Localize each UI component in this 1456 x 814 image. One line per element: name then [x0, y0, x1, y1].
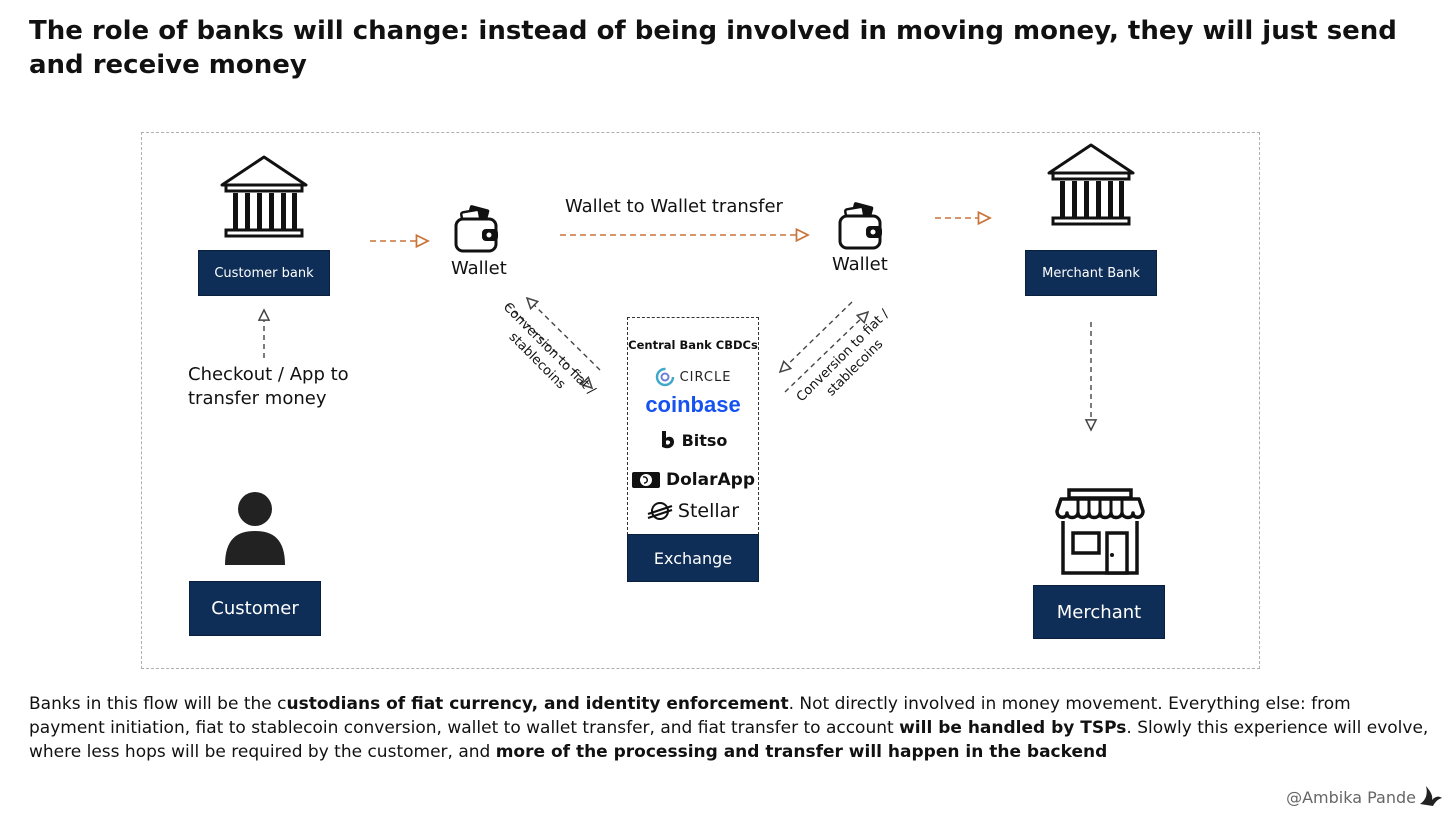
- footer-part-3: . Slowly this experience will evolve, wh…: [29, 718, 1429, 762]
- wallet-icon: [454, 205, 498, 253]
- circle-logo-icon: [655, 367, 674, 387]
- wallet-right-label: Wallet: [832, 254, 888, 275]
- checkout-label-line1: Checkout / App to: [188, 364, 349, 385]
- cbdc-header: Central Bank CBDCs: [628, 338, 758, 352]
- bird-icon: [1420, 786, 1442, 806]
- person-icon: [225, 492, 285, 565]
- merchant-node: Merchant: [1033, 585, 1165, 639]
- checkout-label-line2: transfer money: [188, 388, 327, 409]
- bank-icon: [1047, 143, 1135, 226]
- exchange-node: Exchange: [627, 534, 759, 582]
- dolarapp-logo: DolarApp: [628, 468, 758, 492]
- footer-bold-2: will be handled by TSPs: [899, 718, 1127, 738]
- author-credit: @Ambika Pande: [1286, 788, 1416, 807]
- circle-logo-text: CIRCLE: [679, 369, 732, 385]
- bitso-logo-icon: [661, 431, 674, 449]
- dolarapp-logo-icon: [632, 472, 661, 488]
- dolarapp-logo-text: DolarApp: [666, 470, 755, 490]
- customer-node: Customer: [189, 581, 321, 636]
- flow-frame: [141, 132, 1260, 669]
- page-title: The role of banks will change: instead o…: [29, 16, 1397, 80]
- wallet-transfer-label: Wallet to Wallet transfer: [565, 196, 783, 217]
- footer-part-2: . Not directly involved in money movemen…: [29, 694, 1351, 738]
- arrow-right-up: [784, 312, 868, 393]
- coinbase-logo-text: coinbase: [645, 392, 741, 417]
- arrow-left-up: [527, 298, 601, 371]
- footer-text: Banks in this flow will be the custodian…: [29, 692, 1429, 764]
- stellar-logo-icon: [647, 502, 673, 520]
- stellar-logo: Stellar: [628, 498, 758, 524]
- merchant-bank-node: Merchant Bank: [1025, 250, 1157, 296]
- arrow-left-down: [507, 304, 592, 388]
- circle-logo: CIRCLE: [628, 366, 758, 388]
- wallet-icon: [838, 202, 882, 250]
- wallet-left-label: Wallet: [451, 258, 507, 279]
- exchange-providers: Central Bank CBDCs CIRCLE coinbase Bitso…: [627, 317, 759, 535]
- bitso-logo: Bitso: [628, 428, 758, 452]
- stellar-logo-text: Stellar: [677, 500, 740, 522]
- arrow-right-down: [780, 301, 853, 372]
- footer-bold-3: more of the processing and transfer will…: [495, 742, 1108, 762]
- footer-part-1: Banks in this flow will be the c: [29, 694, 287, 714]
- customer-bank-node: Customer bank: [198, 250, 330, 296]
- store-icon: [1055, 488, 1145, 575]
- footer-bold-1: ustodians of fiat currency, and identity…: [286, 694, 789, 714]
- bitso-logo-text: Bitso: [681, 430, 728, 450]
- bank-icon: [220, 155, 308, 238]
- coinbase-logo: coinbase: [628, 390, 758, 420]
